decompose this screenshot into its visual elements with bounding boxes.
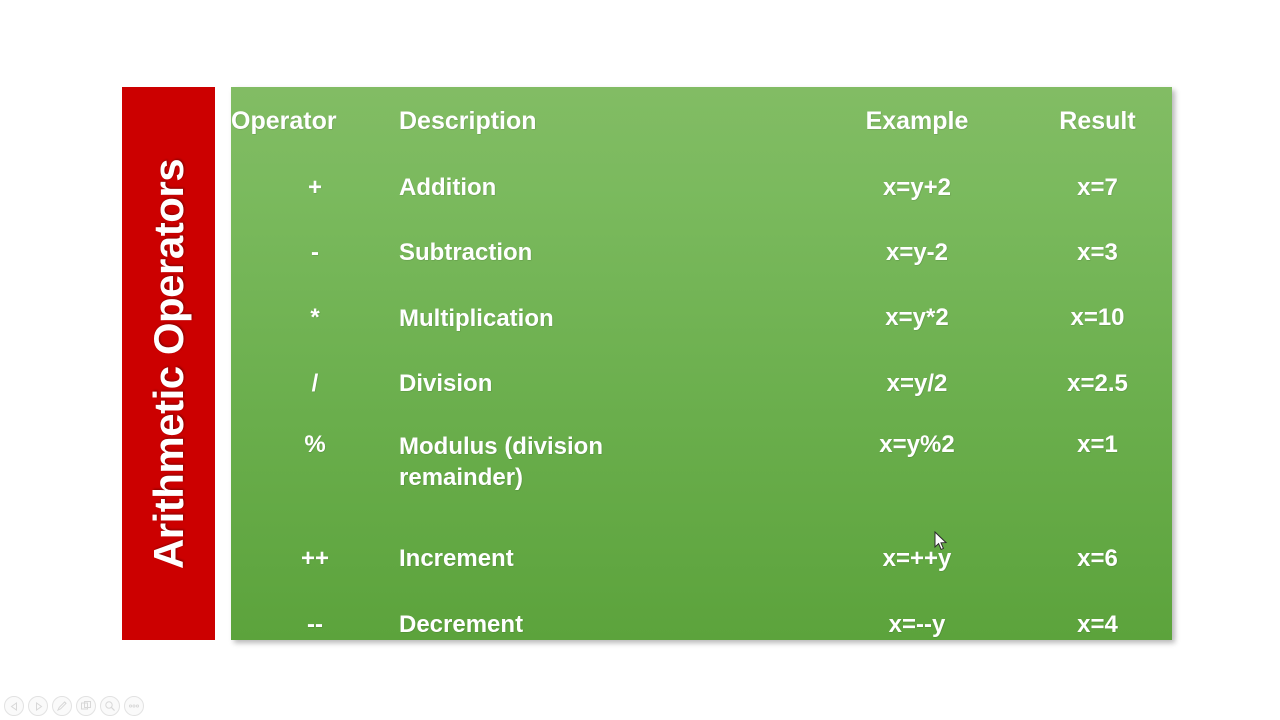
cell-operator: / [311, 369, 319, 397]
cell-result: x=2.5 [1067, 369, 1128, 397]
table-row: % Modulus (division remainder) x=y%2 x=1 [231, 417, 1172, 527]
more-button[interactable] [124, 696, 144, 716]
cell-operator: -- [307, 610, 323, 638]
cell-description: Modulus (division remainder) [399, 432, 603, 492]
table-row: - Subtraction x=y-2 x=3 [231, 220, 1172, 285]
cell-description: Decrement [399, 610, 524, 638]
cell-example: x=y*2 [885, 304, 949, 332]
play-button[interactable] [28, 696, 48, 716]
column-header-operator: Operator [231, 106, 337, 135]
cell-result: x=4 [1077, 610, 1118, 638]
cell-operator: * [310, 304, 320, 332]
table-row: / Division x=y/2 x=2.5 [231, 351, 1172, 416]
cell-description: Division [399, 370, 493, 398]
annotate-button[interactable] [52, 696, 72, 716]
cell-description: Increment [399, 545, 514, 573]
triangle-left-icon [10, 701, 19, 711]
cell-example: x=y+2 [882, 173, 952, 201]
pencil-icon [56, 700, 68, 712]
table-row: -- Decrement x=--y x=4 [231, 592, 1172, 640]
cell-example: x=y/2 [886, 369, 948, 397]
previous-button[interactable] [4, 696, 24, 716]
slide-title-bar: Arithmetic Operators [122, 87, 215, 640]
table-row: * Multiplication x=y*2 x=10 [231, 286, 1172, 351]
cell-operator: ++ [300, 545, 330, 573]
cell-description: Subtraction [399, 239, 533, 267]
table-row: + Addition x=y+2 x=7 [231, 155, 1172, 220]
column-header-result: Result [1059, 106, 1136, 135]
cell-result: x=6 [1077, 545, 1118, 573]
ellipsis-icon [128, 703, 140, 709]
table-header-row: Operator Description Example Result [231, 87, 1172, 155]
cell-result: x=7 [1077, 173, 1118, 201]
triangle-right-icon [34, 701, 43, 711]
cell-result: x=1 [1077, 430, 1118, 458]
table-row: ++ Increment x=++y x=6 [231, 527, 1172, 592]
cell-example: x=y%2 [879, 430, 955, 458]
slides-button[interactable] [76, 696, 96, 716]
operators-panel: Operator Description Example Result + Ad… [231, 87, 1172, 640]
cell-operator: % [304, 430, 326, 458]
slides-icon [80, 700, 92, 712]
zoom-button[interactable] [100, 696, 120, 716]
cell-description: Multiplication [399, 304, 554, 332]
cell-result: x=3 [1077, 239, 1118, 267]
cell-result: x=10 [1070, 304, 1125, 332]
page-title: Arithmetic Operators [144, 158, 192, 569]
cell-example: x=--y [888, 610, 946, 638]
magnifier-icon [104, 700, 116, 712]
cell-example: x=y-2 [885, 239, 949, 267]
arithmetic-operators-table: Operator Description Example Result + Ad… [231, 87, 1172, 640]
cell-operator: - [311, 239, 319, 267]
playback-toolbar[interactable] [4, 696, 144, 716]
column-header-description: Description [399, 106, 537, 135]
cell-description: Addition [399, 173, 497, 201]
cell-example: x=++y [882, 545, 952, 573]
column-header-example: Example [865, 106, 969, 135]
cell-operator: + [307, 173, 322, 201]
